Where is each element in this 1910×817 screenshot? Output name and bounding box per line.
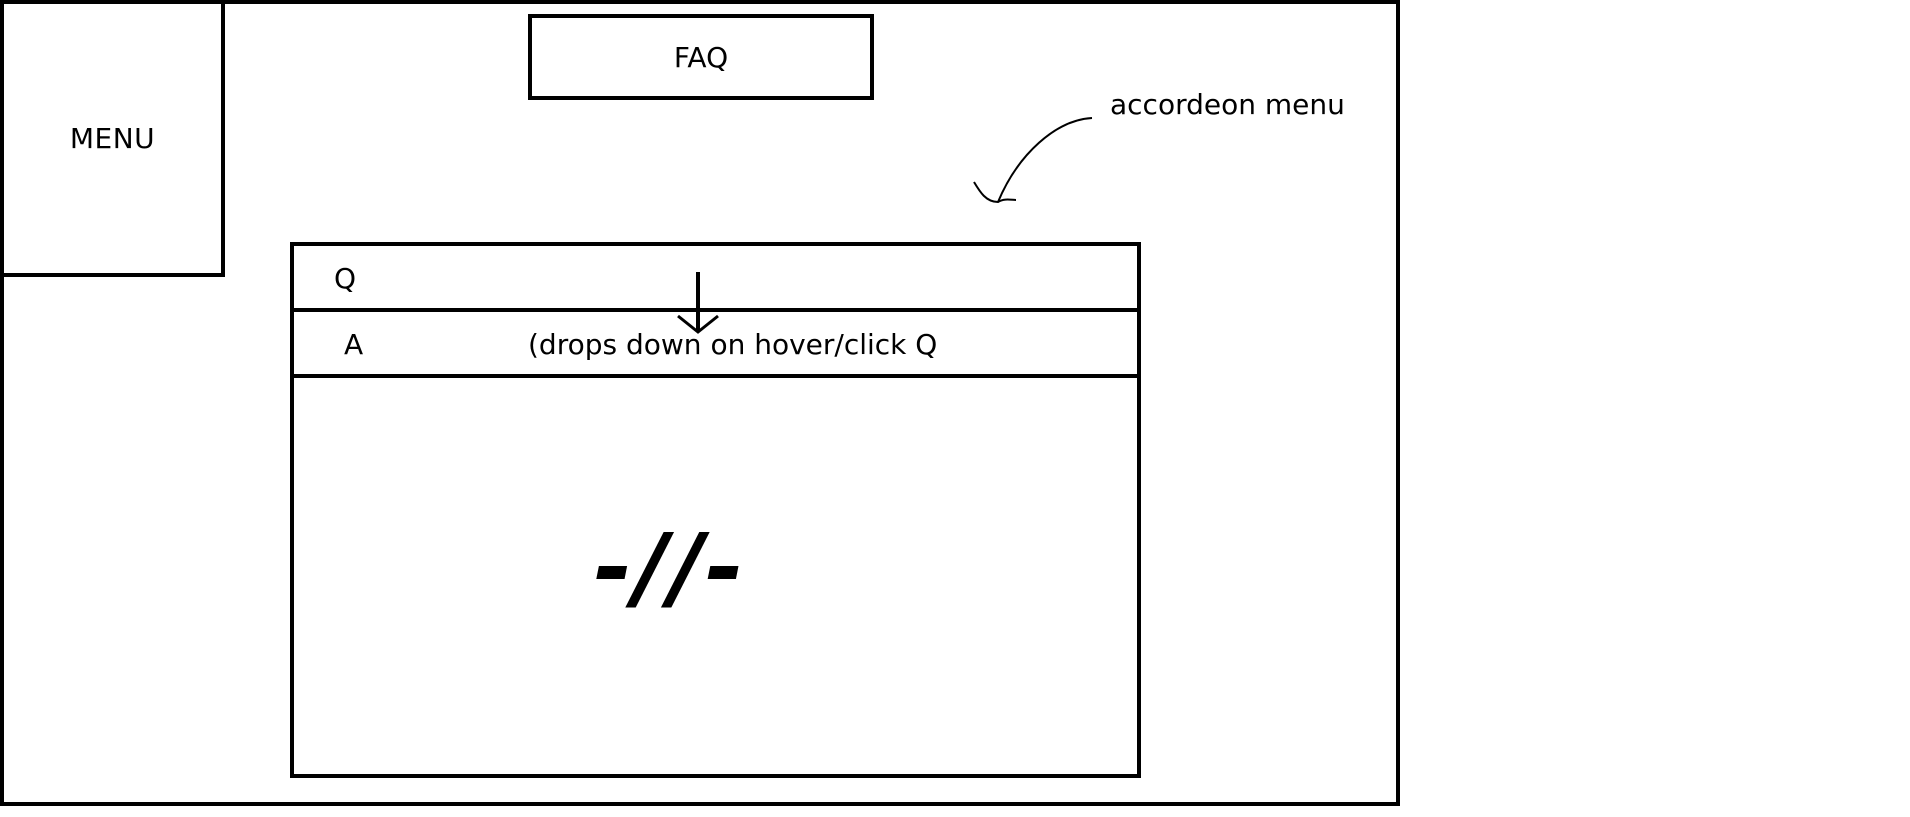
faq-header-box: FAQ bbox=[528, 14, 874, 100]
answer-label: A bbox=[344, 328, 364, 361]
page-frame bbox=[0, 0, 1400, 806]
faq-title: FAQ bbox=[673, 40, 729, 74]
hand-drawn-arrow-icon bbox=[973, 117, 1093, 204]
answer-note: (drops down on hover/click Q bbox=[528, 328, 938, 361]
content-placeholder: -//- bbox=[594, 514, 746, 621]
drop-down-arrow-icon bbox=[677, 272, 719, 334]
accordion-menu: Q A (drops down on hover/click Q -//- bbox=[290, 242, 1141, 778]
accordion-question-row[interactable]: Q bbox=[294, 246, 1137, 312]
menu-box[interactable]: MENU bbox=[0, 0, 225, 277]
accordion-answer-row: A (drops down on hover/click Q bbox=[294, 312, 1137, 378]
callout-label: accordeon menu bbox=[1110, 88, 1345, 121]
menu-label: MENU bbox=[69, 122, 156, 155]
question-label: Q bbox=[334, 262, 357, 295]
